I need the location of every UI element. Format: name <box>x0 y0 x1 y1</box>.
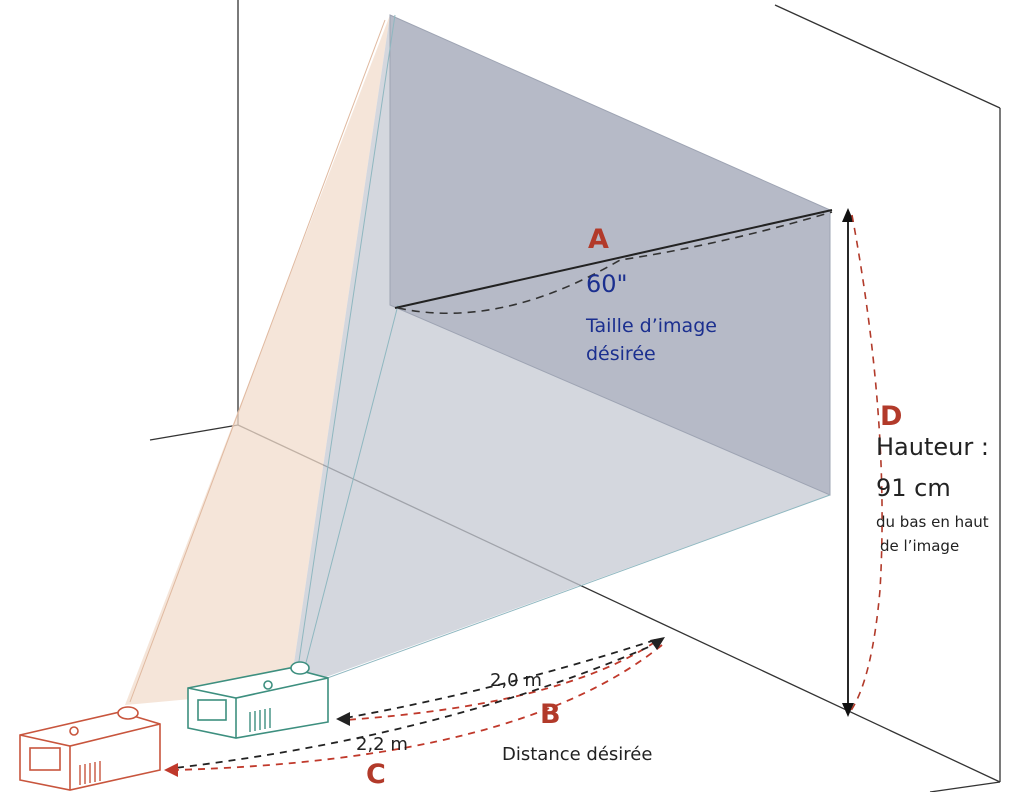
green-projector-button <box>263 680 273 690</box>
height-note-line2: de l’image <box>880 537 959 555</box>
label-b: B <box>540 699 561 730</box>
distance-arrows <box>174 639 663 771</box>
red-projector-button <box>69 726 79 736</box>
dist-b-line <box>344 639 656 719</box>
size-caption-line2: désirée <box>586 343 656 365</box>
height-dashed-curve <box>849 214 883 713</box>
label-c: C <box>366 759 386 790</box>
size-caption-line1: Taille d’image <box>585 315 717 337</box>
right-wall-top-line <box>774 4 1001 109</box>
cone-center-edge <box>299 304 399 687</box>
diagonal-dashed-curve <box>397 211 833 315</box>
green-projector-panel <box>197 699 227 721</box>
dist-b-arrow-head <box>336 712 350 726</box>
dist-arrow-head-right <box>650 637 665 650</box>
cone-top-edge <box>294 14 396 689</box>
right-floor-line <box>929 781 1001 792</box>
height-arrow-head-bottom <box>842 703 854 717</box>
label-d: D <box>880 401 902 432</box>
dist-c-line <box>174 641 661 769</box>
red-projector-vents <box>79 761 101 785</box>
height-title: Hauteur : <box>876 433 989 461</box>
distance-c-value: 2,2 m <box>356 734 408 755</box>
label-a: A <box>588 224 609 255</box>
distance-b-value: 2,0 m <box>490 670 542 691</box>
height-arrow <box>842 208 883 717</box>
height-arrow-head-top <box>842 208 854 222</box>
red-projector-panel <box>29 747 61 771</box>
red-cone-guide-lines <box>129 19 386 703</box>
red-cone-edge <box>129 19 386 703</box>
height-value: 91 cm <box>876 474 951 502</box>
cone-bottom-edge <box>299 494 831 689</box>
red-projector-lens <box>117 706 139 720</box>
green-projector-vents <box>249 708 271 732</box>
green-projector-lens <box>290 661 310 675</box>
height-note-line1: du bas en haut <box>876 513 989 531</box>
diagonal-line <box>394 209 833 309</box>
dist-c-curve <box>174 644 663 771</box>
projector-red-icon <box>19 706 161 791</box>
left-floor-line <box>149 424 239 441</box>
dist-b-curve <box>344 641 656 721</box>
projector-green-icon <box>187 661 329 739</box>
distance-caption: Distance désirée <box>502 744 652 765</box>
size-value: 60" <box>586 270 628 298</box>
cone-guide-lines <box>294 14 831 689</box>
dist-c-arrow-head <box>164 763 178 777</box>
